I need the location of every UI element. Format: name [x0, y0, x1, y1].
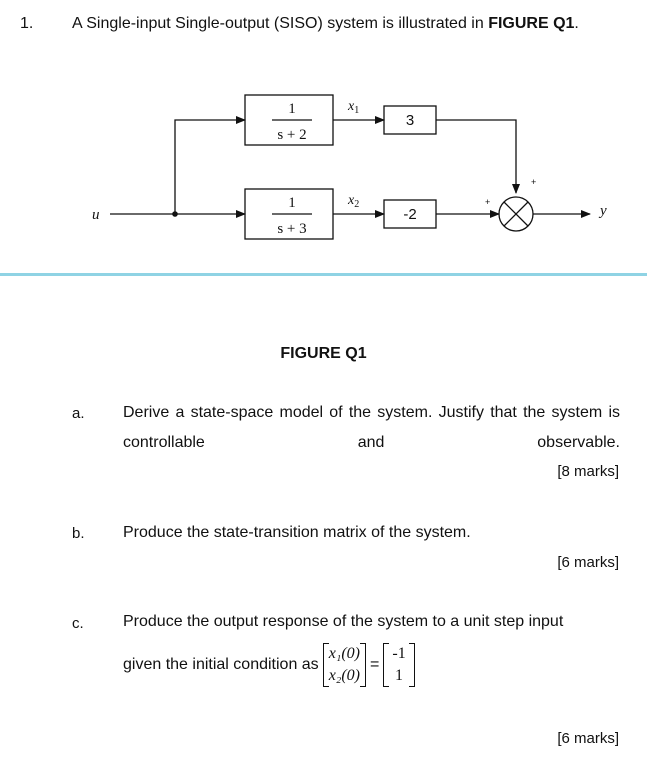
- part-c-marks: [6 marks]: [557, 730, 619, 747]
- part-b-marks: [6 marks]: [557, 554, 619, 571]
- bottom-transfer-block: [244, 188, 334, 240]
- bottom-block-denominator: s + 3: [277, 221, 306, 237]
- part-b-label: b.: [72, 525, 85, 542]
- figure-reference: FIGURE Q1: [488, 15, 575, 32]
- top-gain-to-sum-line: [436, 119, 520, 194]
- summing-junction: [498, 196, 534, 232]
- part-c-text-2: given the initial condition as: [123, 656, 319, 673]
- matrix-entry: x₁(0): [328, 645, 361, 662]
- state-x1-label: x1: [347, 99, 359, 116]
- bottom-gain-value: -2: [403, 206, 416, 223]
- branch-point: [172, 211, 178, 217]
- question-intro: A Single-input Single-output (SISO) syst…: [72, 15, 579, 33]
- top-gain-block: [383, 105, 437, 135]
- part-a-marks: [8 marks]: [557, 463, 619, 480]
- top-gain-value: 3: [406, 112, 414, 129]
- branch-line: [174, 116, 246, 214]
- matrix-entry: -1: [392, 645, 406, 662]
- initial-condition-line: given the initial condition as x₁(0) x₂(…: [123, 643, 416, 687]
- block-diagram: u y 1 s + 2 1 s + 3 x1 x2 3 -2 + +: [92, 94, 607, 240]
- state-x2-label: x2: [347, 193, 359, 210]
- part-c-label: c.: [72, 615, 84, 632]
- state-vector-matrix: x₁(0) x₂(0): [322, 643, 367, 687]
- part-a-text: Derive a state-space model of the system…: [123, 404, 620, 451]
- top-transfer-block: [244, 94, 334, 146]
- bottom-block-numerator: 1: [288, 195, 296, 211]
- output-label: y: [598, 203, 607, 219]
- sum-sign-left: +: [485, 197, 490, 207]
- question-intro-end: .: [574, 15, 579, 32]
- matrix-entry: 1: [395, 667, 404, 684]
- initial-values-matrix: -1 1: [383, 643, 416, 687]
- equals-sign: =: [370, 656, 380, 673]
- part-b-text: Produce the state-transition matrix of t…: [123, 524, 471, 541]
- sum-sign-top: +: [531, 177, 536, 187]
- input-label: u: [92, 207, 100, 223]
- part-c-text: Produce the output response of the syste…: [123, 613, 564, 630]
- question-intro-text: A Single-input Single-output (SISO) syst…: [72, 15, 489, 32]
- top-block-numerator: 1: [288, 101, 296, 117]
- part-a-label: a.: [72, 405, 85, 422]
- matrix-entry: x₂(0): [328, 667, 361, 684]
- bottom-gain-block: [383, 199, 437, 229]
- divider-rule: [0, 273, 647, 276]
- initial-condition-equation: x₁(0) x₂(0) = -1 1: [322, 643, 416, 687]
- question-number: 1.: [20, 15, 34, 32]
- top-block-denominator: s + 2: [277, 127, 306, 143]
- figure-caption: FIGURE Q1: [280, 345, 367, 362]
